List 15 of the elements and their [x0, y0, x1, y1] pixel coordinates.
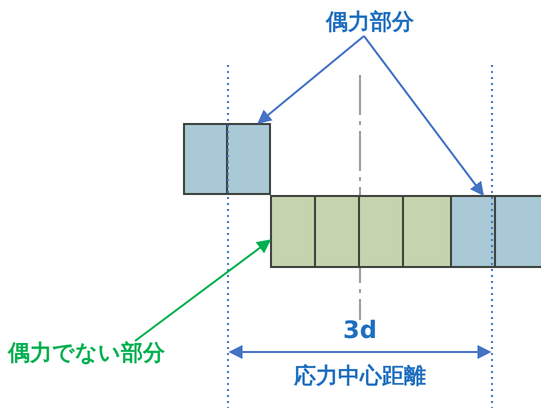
leader-arrow [134, 239, 272, 342]
square-tile [270, 195, 316, 268]
square-tile [494, 195, 541, 268]
leader-arrow [257, 35, 365, 124]
square-tile [314, 195, 360, 268]
square-tile [226, 123, 271, 195]
square-tile [183, 123, 228, 195]
dimension-label: 応力中心距離 [294, 366, 426, 388]
square-tile [450, 195, 496, 268]
callout-text: 偶力でない部分 [8, 343, 165, 365]
square-tile [358, 195, 404, 268]
callout-text: 偶力部分 [326, 12, 414, 34]
dimension-label: 3d [343, 318, 377, 342]
leader-arrow [363, 35, 484, 196]
square-tile [402, 195, 452, 268]
